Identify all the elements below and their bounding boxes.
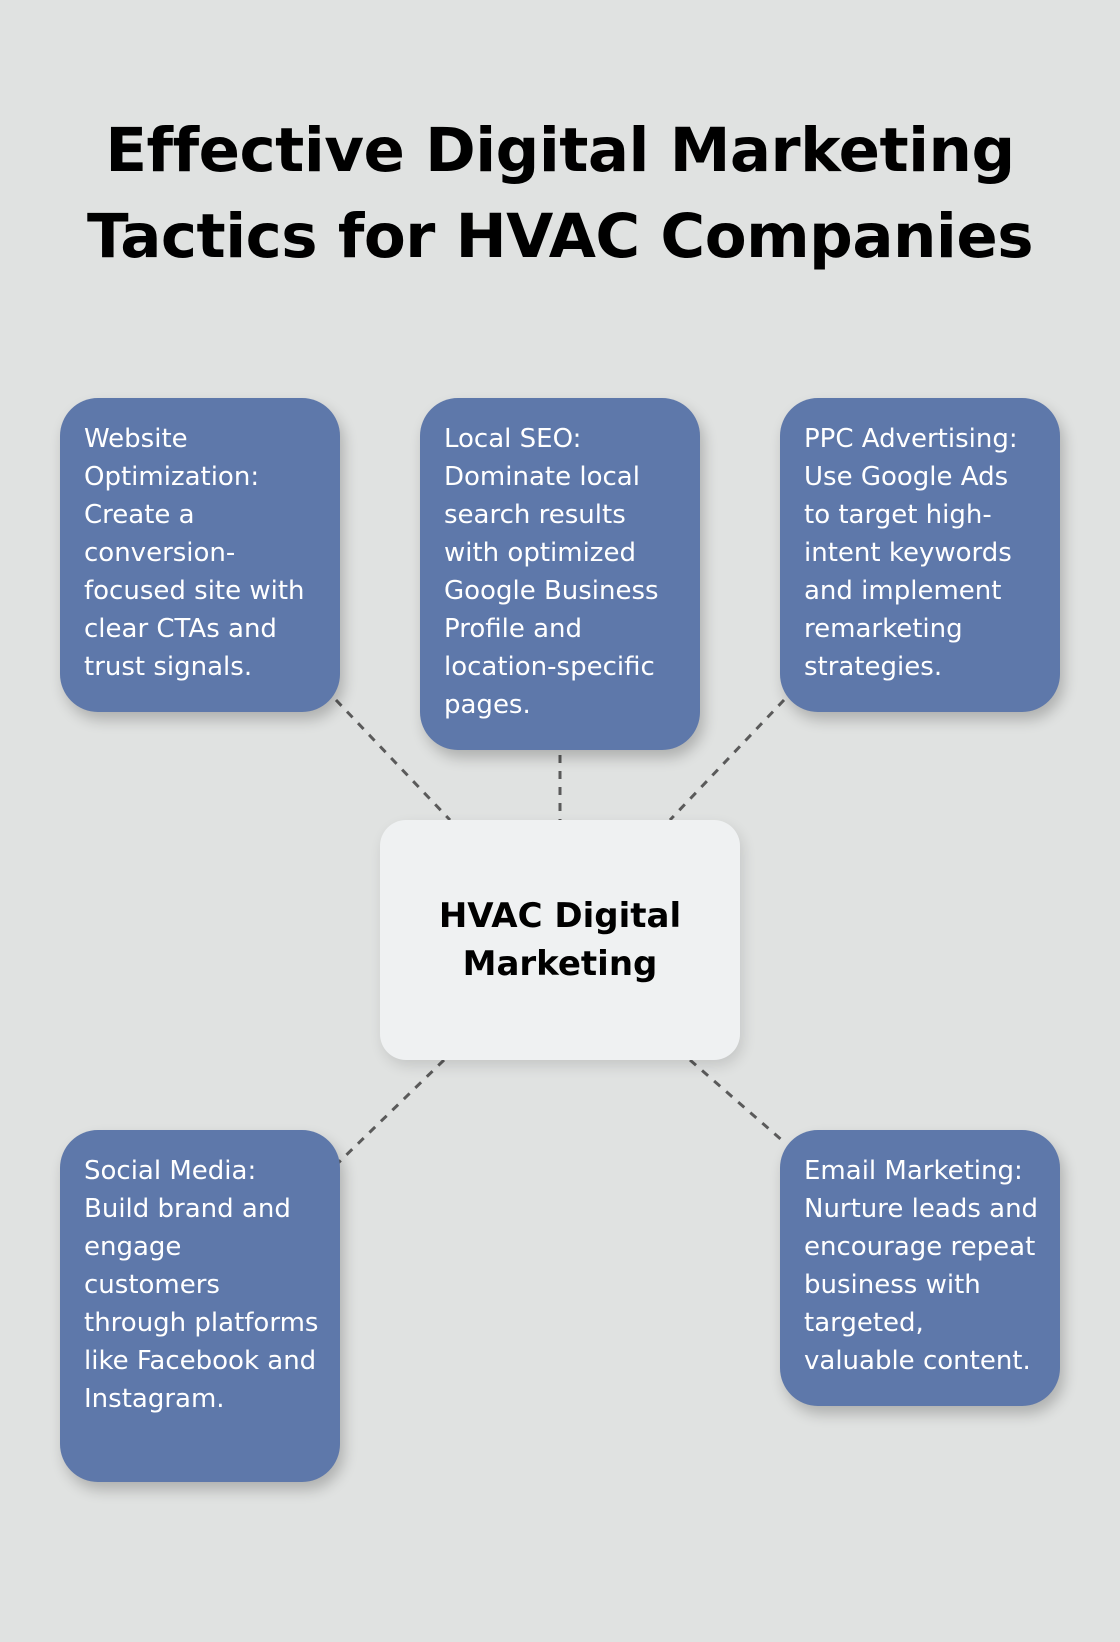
node-website-optimization-text: Website Optimization: Create a conversio… xyxy=(84,424,305,682)
node-email-marketing-text: Email Marketing: Nurture leads and encou… xyxy=(804,1156,1039,1376)
diagram-title: Effective Digital Marketing Tactics for … xyxy=(86,115,1034,272)
connector-ppc-advertising xyxy=(668,698,786,822)
connector-social-media xyxy=(334,1058,446,1167)
node-local-seo: Local SEO: Dominate local search results… xyxy=(420,398,700,750)
center-node: HVAC Digital Marketing xyxy=(380,820,740,1060)
connector-website-optimization xyxy=(334,698,452,822)
node-ppc-advertising-text: PPC Advertising: Use Google Ads to targe… xyxy=(804,424,1018,682)
center-node-label: HVAC Digital Marketing xyxy=(438,896,682,984)
node-website-optimization: Website Optimization: Create a conversio… xyxy=(60,398,340,712)
node-local-seo-text: Local SEO: Dominate local search results… xyxy=(444,424,659,720)
connector-email-marketing xyxy=(689,1058,785,1144)
node-ppc-advertising: PPC Advertising: Use Google Ads to targe… xyxy=(780,398,1060,712)
node-email-marketing: Email Marketing: Nurture leads and encou… xyxy=(780,1130,1060,1406)
node-social-media-text: Social Media: Build brand and engage cus… xyxy=(84,1156,319,1414)
node-social-media: Social Media: Build brand and engage cus… xyxy=(60,1130,340,1482)
